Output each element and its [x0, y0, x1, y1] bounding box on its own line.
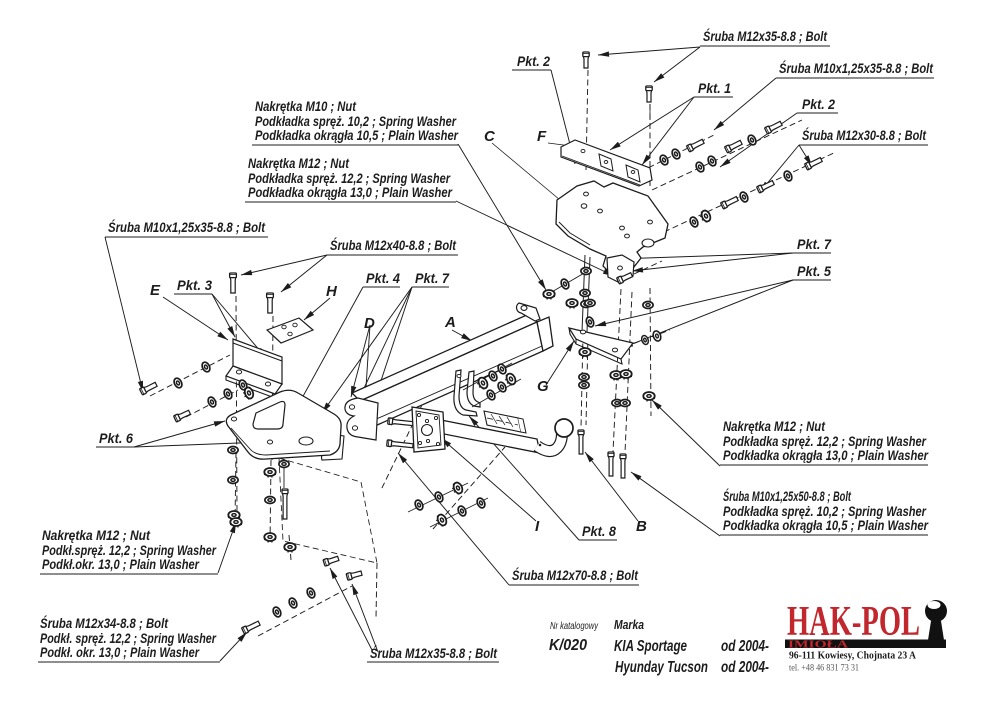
- svg-text:Śruba M10x1,25x35-8.8 ; Bolt: Śruba M10x1,25x35-8.8 ; Bolt: [108, 218, 266, 235]
- svg-text:IMIOŁA: IMIOŁA: [788, 640, 849, 651]
- svg-text:Pkt. 3: Pkt. 3: [177, 277, 212, 293]
- svg-text:Śruba M10x1,25x35-8.8 ; Bolt: Śruba M10x1,25x35-8.8 ; Bolt: [779, 59, 934, 76]
- svg-text:Pkt. 1: Pkt. 1: [698, 80, 731, 96]
- svg-text:F: F: [537, 128, 547, 145]
- svg-text:Pkt. 4: Pkt. 4: [366, 270, 400, 286]
- svg-text:Śruba M12x34-8.8 ; Bolt: Śruba M12x34-8.8 ; Bolt: [40, 614, 169, 631]
- svg-text:Pkt. 6: Pkt. 6: [99, 430, 133, 446]
- svg-text:K/020: K/020: [549, 637, 587, 654]
- svg-text:Śruba M12x30-8.8 ; Bolt: Śruba M12x30-8.8 ; Bolt: [802, 126, 927, 143]
- svg-text:HAK-POL: HAK-POL: [787, 599, 920, 645]
- svg-text:Śruba M10x1,25x50-8.8 ; Bolt: Śruba M10x1,25x50-8.8 ; Bolt: [723, 487, 852, 504]
- svg-text:Nakrętka M12 ; Nut: Nakrętka M12 ; Nut: [248, 155, 350, 171]
- svg-text:Pkt. 2: Pkt. 2: [802, 96, 835, 112]
- svg-text:Podkł. spręż. 12,2 ; Spring Wa: Podkł. spręż. 12,2 ; Spring Washer: [40, 630, 217, 646]
- svg-text:H: H: [326, 283, 338, 300]
- svg-text:Podkł. okr. 13,0 ; Plain Wash: Podkł. okr. 13,0 ; Plain Washer: [40, 644, 200, 660]
- svg-text:Podkładka okrągła 10,5 ; Plai: Podkładka okrągła 10,5 ; Plain Washer: [723, 517, 929, 533]
- svg-text:Pkt. 8: Pkt. 8: [582, 523, 616, 539]
- svg-text:Pkt. 5: Pkt. 5: [797, 263, 831, 279]
- svg-text:tel. +48 46 831 73 31: tel. +48 46 831 73 31: [789, 664, 859, 674]
- svg-text:Śruba M12x70-8.8 ; Bolt: Śruba M12x70-8.8 ; Bolt: [512, 566, 639, 583]
- svg-text:od 2004-: od 2004-: [721, 638, 769, 655]
- svg-text:E: E: [150, 282, 161, 299]
- svg-text:Nakrętka M12 ; Nut: Nakrętka M12 ; Nut: [42, 527, 151, 543]
- svg-text:Śruba M12x40-8.8 ; Bolt: Śruba M12x40-8.8 ; Bolt: [330, 236, 457, 253]
- svg-text:Nakrętka M10 ; Nut: Nakrętka M10 ; Nut: [255, 98, 357, 114]
- svg-text:Hyunday Tucson: Hyunday Tucson: [615, 659, 708, 676]
- svg-text:Podkładka spręż. 12,2 ; Spring: Podkładka spręż. 12,2 ; Spring Washer: [723, 433, 927, 449]
- svg-text:Podkładka okrągła 13,0 ; Plai: Podkładka okrągła 13,0 ; Plain Washer: [248, 184, 453, 200]
- svg-text:Pkt. 7: Pkt. 7: [415, 270, 450, 286]
- svg-text:G: G: [537, 378, 549, 395]
- svg-text:Podkładka spręż. 10,2 ; Spring: Podkładka spręż. 10,2 ; Spring Washer: [723, 503, 927, 519]
- svg-text:Podkładka okrągła 13,0 ; Plai: Podkładka okrągła 13,0 ; Plain Washer: [723, 447, 929, 463]
- svg-text:Podkł.spręż. 12,2 ; Spring Was: Podkł.spręż. 12,2 ; Spring Washer: [42, 542, 217, 558]
- svg-text:96-111 Kowiesy, Chojnata 23 A: 96-111 Kowiesy, Chojnata 23 A: [789, 651, 916, 662]
- svg-text:I: I: [535, 518, 540, 535]
- svg-text:od 2004-: od 2004-: [721, 659, 769, 676]
- svg-text:D: D: [364, 315, 375, 332]
- svg-text:A: A: [444, 314, 456, 331]
- svg-text:Podkładka spręż. 12,2 ; Spring: Podkładka spręż. 12,2 ; Spring Washer: [248, 170, 451, 186]
- svg-text:Pkt. 7: Pkt. 7: [797, 236, 832, 252]
- svg-text:Podkładka spręż. 10,2 ; Spring: Podkładka spręż. 10,2 ; Spring Washer: [255, 113, 457, 129]
- svg-text:C: C: [484, 128, 496, 145]
- svg-text:Podkładka okrągła 10,5 ; Plai: Podkładka okrągła 10,5 ; Plain Washer: [255, 127, 459, 143]
- svg-text:Nakrętka M12 ; Nut: Nakrętka M12 ; Nut: [723, 418, 826, 434]
- svg-text:Podkł.okr. 13,0 ; Plain Washe: Podkł.okr. 13,0 ; Plain Washer: [42, 556, 200, 572]
- svg-text:Marka: Marka: [614, 617, 644, 632]
- svg-text:Nr katalogowy: Nr katalogowy: [550, 621, 599, 632]
- svg-text:Śruba M12x35-8.8 ; Bolt: Śruba M12x35-8.8 ; Bolt: [370, 644, 498, 661]
- svg-text:Śruba M12x35-8.8 ; Bolt: Śruba M12x35-8.8 ; Bolt: [703, 27, 828, 44]
- svg-text:B: B: [636, 518, 647, 535]
- svg-text:Pkt. 2: Pkt. 2: [517, 53, 550, 69]
- svg-text:KIA Sportage: KIA Sportage: [614, 638, 687, 655]
